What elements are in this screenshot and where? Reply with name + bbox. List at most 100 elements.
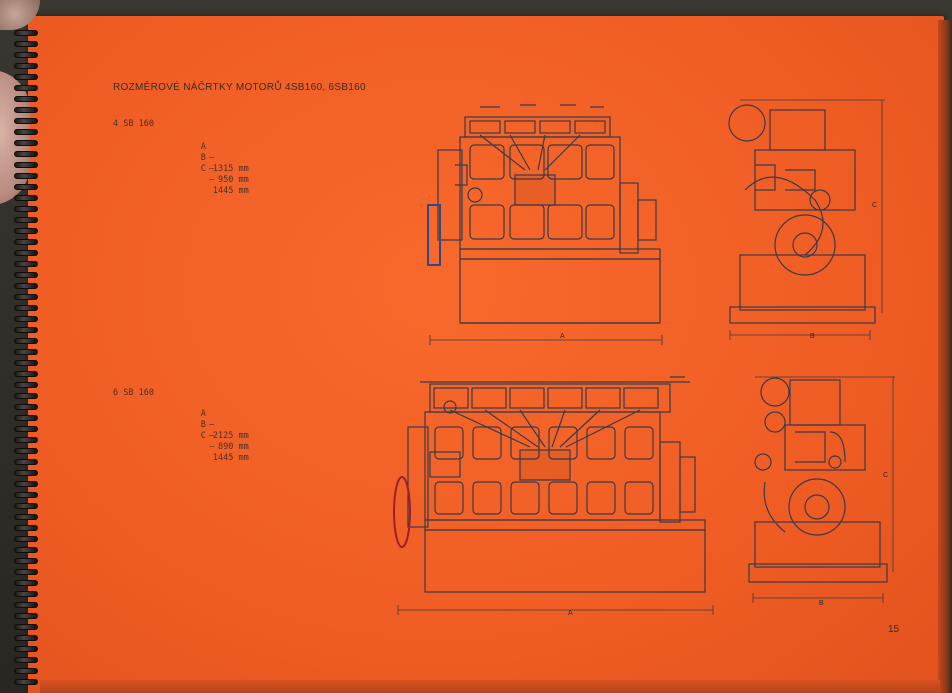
dim-label-c: C	[883, 472, 888, 479]
spiral-coil	[14, 96, 38, 102]
spiral-coil	[14, 173, 38, 179]
spec-sep: –	[209, 442, 215, 452]
spec-value: 1315 mm	[212, 164, 249, 174]
spiral-coil	[14, 371, 38, 377]
model-label-6sb160: 6 SB 160	[113, 388, 154, 398]
engine-6sb160-front-view: C B	[748, 376, 895, 607]
page-number: 15	[888, 624, 900, 635]
spiral-coil	[14, 140, 38, 146]
booklet-page	[28, 16, 944, 693]
spec-row-a: A – 2125 mm	[170, 398, 249, 453]
spiral-coil	[14, 668, 38, 674]
page-edge-right	[938, 20, 952, 693]
spiral-coil	[14, 536, 38, 542]
spiral-coil	[14, 283, 38, 289]
spiral-coil	[14, 228, 38, 234]
spiral-coil	[14, 118, 38, 124]
spiral-coil	[14, 74, 38, 80]
spec-row-b: B – 890 mm	[170, 409, 249, 464]
spiral-coil	[14, 195, 38, 201]
spec-letter: B	[200, 420, 206, 430]
spiral-coil	[14, 437, 38, 443]
spiral-coil	[14, 162, 38, 168]
spiral-coil	[14, 85, 38, 91]
engine-4sb160-side-view: A	[427, 104, 663, 345]
spec-letter: C	[200, 164, 206, 174]
model-label-4sb160: 4 SB 160	[113, 119, 154, 129]
spec-sep: –	[209, 153, 215, 163]
spiral-coil	[14, 294, 38, 300]
spec-value: 950 mm	[218, 175, 249, 185]
dim-label-a: A	[560, 333, 565, 340]
spec-row-a: A – 1315 mm	[170, 131, 249, 186]
spiral-coil	[14, 679, 38, 685]
dim-label-a: A	[568, 610, 573, 617]
spec-letter: A	[200, 142, 206, 152]
spec-row-c: C – 1445 mm	[170, 420, 249, 475]
spiral-coil	[14, 415, 38, 421]
spiral-coil	[14, 393, 38, 399]
spiral-coil	[14, 129, 38, 135]
page-edge-bottom	[40, 680, 940, 693]
spiral-coil	[14, 470, 38, 476]
spec-sep: –	[209, 175, 215, 185]
spec-sep: –	[209, 431, 215, 441]
spec-value: 890 mm	[218, 442, 249, 452]
spiral-coil	[14, 492, 38, 498]
spec-value: 2125 mm	[212, 431, 249, 441]
engine-4sb160-front-view: C B	[728, 99, 885, 340]
spiral-coil	[14, 569, 38, 575]
spiral-coil	[14, 448, 38, 454]
spiral-coil	[14, 404, 38, 410]
spec-sep: –	[209, 164, 215, 174]
spiral-coil	[14, 360, 38, 366]
spiral-coil	[14, 107, 38, 113]
spiral-coil	[14, 624, 38, 630]
spiral-coil	[14, 635, 38, 641]
spiral-coil	[14, 261, 38, 267]
dim-label-b: B	[810, 333, 815, 340]
spiral-coil	[14, 41, 38, 47]
spiral-binding	[14, 30, 40, 690]
spiral-coil	[14, 151, 38, 157]
spec-letter: A	[200, 409, 206, 419]
spiral-coil	[14, 382, 38, 388]
spiral-coil	[14, 580, 38, 586]
spiral-coil	[14, 52, 38, 58]
page-title: ROZMĚROVÉ NÁČRTKY MOTORŮ 4SB160, 6SB160	[113, 82, 366, 93]
spiral-coil	[14, 316, 38, 322]
spiral-coil	[14, 184, 38, 190]
spiral-coil	[14, 503, 38, 509]
spiral-coil	[14, 459, 38, 465]
spec-letter: C	[200, 431, 206, 441]
spiral-coil	[14, 239, 38, 245]
spiral-coil	[14, 206, 38, 212]
engine-6sb160-side-view: A	[393, 376, 714, 617]
spiral-coil	[14, 217, 38, 223]
spiral-coil	[14, 657, 38, 663]
spiral-coil	[14, 525, 38, 531]
spiral-coil	[14, 426, 38, 432]
spiral-coil	[14, 481, 38, 487]
spec-value: 1445 mm	[212, 453, 249, 463]
spiral-coil	[14, 591, 38, 597]
thumb	[0, 70, 30, 205]
spiral-coil	[14, 613, 38, 619]
spiral-coil	[14, 327, 38, 333]
spiral-coil	[14, 514, 38, 520]
spiral-coil	[14, 558, 38, 564]
spec-row-c: C – 1445 mm	[170, 153, 249, 208]
spiral-coil	[14, 547, 38, 553]
spiral-coil	[14, 30, 38, 36]
spec-letter: B	[200, 153, 206, 163]
spiral-coil	[14, 338, 38, 344]
spiral-coil	[14, 250, 38, 256]
spiral-coil	[14, 272, 38, 278]
spiral-coil	[14, 646, 38, 652]
dim-label-c: C	[872, 202, 877, 209]
spiral-coil	[14, 63, 38, 69]
spec-row-b: B – 950 mm	[170, 142, 249, 197]
spiral-coil	[14, 602, 38, 608]
spec-value: 1445 mm	[212, 186, 249, 196]
